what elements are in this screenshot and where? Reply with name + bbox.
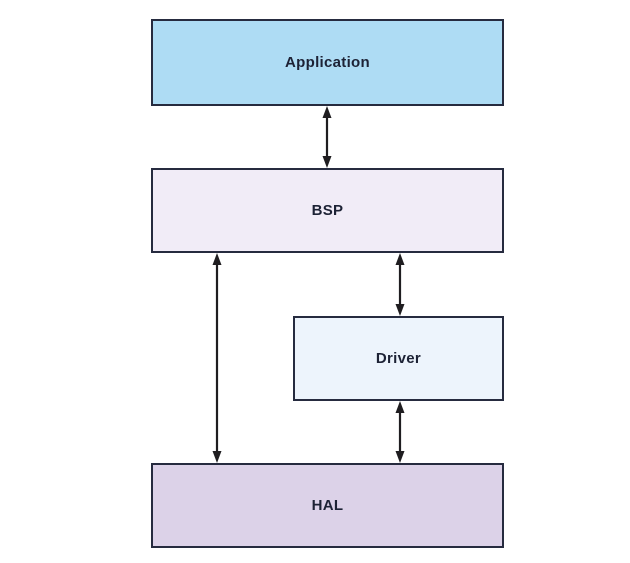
- node-application-label: Application: [285, 54, 370, 71]
- node-driver: Driver: [293, 316, 504, 401]
- node-application: Application: [151, 19, 504, 106]
- arrow-application-bsp: [322, 106, 332, 168]
- arrow-driver-hal: [395, 401, 405, 463]
- node-hal: HAL: [151, 463, 504, 548]
- arrow-bsp-driver: [395, 253, 405, 316]
- arrow-bsp-hal: [212, 253, 222, 463]
- node-bsp-label: BSP: [311, 202, 344, 219]
- node-hal-label: HAL: [311, 497, 344, 514]
- node-bsp: BSP: [151, 168, 504, 253]
- node-driver-label: Driver: [375, 350, 422, 367]
